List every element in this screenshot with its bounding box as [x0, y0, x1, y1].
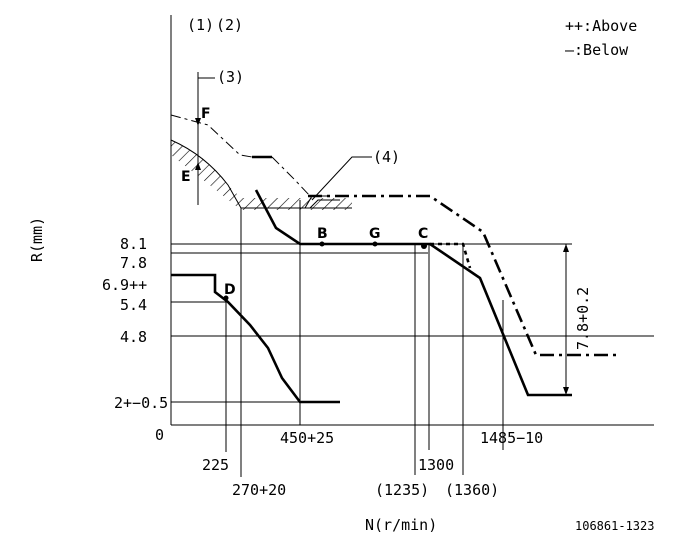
xtick-1360: (1360)	[445, 481, 499, 499]
callout-3: (3)	[217, 68, 244, 86]
ytick-5-4: 5.4	[120, 296, 147, 314]
xtick-270: 270+20	[232, 481, 286, 499]
arrow-e	[195, 162, 201, 170]
curve-upper-thin-2	[271, 156, 311, 197]
curve-main	[254, 189, 572, 397]
step-mark-2	[309, 199, 340, 209]
label-d: D	[224, 282, 236, 298]
curve-above-dotted	[430, 242, 472, 269]
xtick-1300: 1300	[418, 456, 454, 474]
label-f: F	[201, 106, 211, 122]
point-b-marker	[319, 241, 325, 247]
ytick-8-1: 8.1	[120, 235, 147, 253]
y-axis-label: R(mm)	[28, 217, 46, 262]
label-b: B	[317, 226, 328, 242]
callout-4: (4)	[373, 148, 400, 166]
curve-upper-thin	[170, 114, 253, 158]
dimension-label: 7.8+0.2	[574, 287, 592, 350]
xtick-1485: 1485−10	[480, 429, 543, 447]
xtick-225: 225	[202, 456, 229, 474]
origin-label: 0	[155, 426, 164, 444]
callout-4-leader	[311, 156, 372, 201]
ytick-4-8: 4.8	[120, 328, 147, 346]
xtick-1235: (1235)	[375, 481, 429, 499]
xtick-450: 450+25	[280, 429, 334, 447]
hatched-region	[171, 140, 352, 210]
ytick-7-8: 7.8	[120, 254, 147, 272]
curve-idle	[171, 273, 340, 404]
point-d-marker	[223, 295, 229, 301]
drawing-number: 106861-1323	[575, 519, 654, 533]
legend-below: —:Below	[565, 41, 629, 59]
hatched-boundary	[170, 139, 352, 209]
x-axis-label: N(r/min)	[365, 516, 437, 534]
curve-below-dashdot	[308, 194, 618, 357]
dim-arrow-top	[563, 244, 569, 252]
callout-1: (1)	[187, 16, 214, 34]
label-e: E	[181, 169, 191, 185]
dim-arrow-bottom	[563, 387, 569, 395]
label-g: G	[369, 226, 381, 242]
point-c-marker	[421, 243, 427, 249]
legend-above: ++:Above	[565, 17, 637, 35]
ytick-2: 2+−0.5	[114, 394, 168, 412]
callout-2: (2)	[216, 16, 243, 34]
arrow-f	[195, 118, 201, 126]
label-c: C	[418, 226, 428, 242]
point-g-marker	[372, 241, 378, 247]
ytick-6-9: 6.9++	[102, 276, 147, 294]
